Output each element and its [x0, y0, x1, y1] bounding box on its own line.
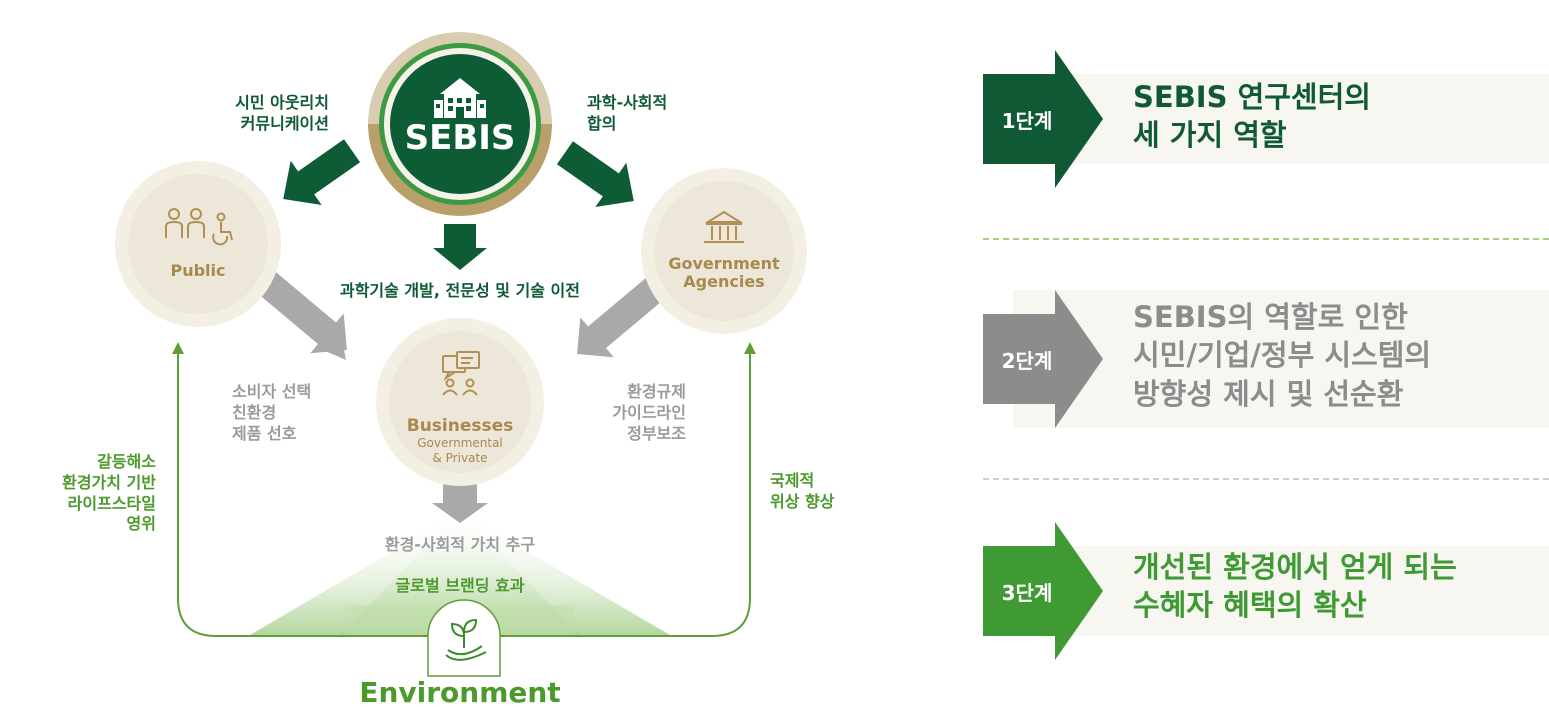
tech-transfer-label: 과학기술 개발, 전문성 및 기술 이전	[339, 281, 580, 300]
public-label: Public	[170, 261, 226, 280]
step-1-text: SEBIS 연구센터의 세 가지 역할	[1133, 80, 1371, 153]
step-3-text: 개선된 환경에서 얻게 되는 수혜자 혜택의 확산	[1133, 550, 1457, 623]
government-node-circle	[641, 168, 807, 334]
sebis-circle	[368, 32, 552, 216]
step-1-arrow	[983, 50, 1549, 188]
step-3-arrow	[983, 522, 1549, 660]
sprout-hand-icon	[427, 599, 501, 677]
consumer-choice-label: 소비자 선택 친환경 제품 선호	[232, 382, 312, 443]
environment-loop	[172, 342, 756, 637]
step-3: 3단계 개선된 환경에서 얻게 되는 수혜자 혜택의 확산	[983, 522, 1549, 660]
chat-people-icon	[442, 351, 480, 396]
government-building-icon	[704, 210, 744, 243]
businesses-label: Businesses Governmental & Private	[406, 416, 514, 465]
step-1-badge: 1단계	[1001, 108, 1053, 133]
step-2: 2단계 SEBIS의 역할로 인한 시민/기업/정부 시스템의 방향성 제시 및…	[983, 290, 1549, 428]
step-2-badge: 2단계	[1001, 348, 1053, 373]
government-label: Government Agencies	[668, 254, 780, 291]
step-1: 1단계 SEBIS 연구센터의 세 가지 역할	[983, 50, 1549, 188]
public-node-circle	[115, 161, 281, 327]
conflict-resolution-label: 갈등해소 환경가치 기반 라이프스타일 영위	[62, 452, 156, 534]
value-pursuit-label: 환경-사회적 가치 추구	[384, 535, 536, 554]
step-2-text: SEBIS의 역할로 인한 시민/기업/정부 시스템의 방향성 제시 및 선순환	[1133, 300, 1432, 411]
consensus-label: 과학-사회적 합의	[587, 93, 668, 133]
environment-label: Environment	[359, 676, 561, 709]
step-3-badge: 3단계	[1001, 580, 1053, 605]
step-divider-2	[983, 478, 1549, 480]
building-icon	[434, 78, 486, 118]
people-icon	[165, 208, 233, 246]
outreach-label: 시민 아웃리치 커뮤니케이션	[235, 93, 329, 133]
step-2-arrow	[983, 290, 1549, 428]
global-branding-label: 글로벌 브랜딩 효과	[395, 576, 525, 595]
regulation-label: 환경규제 가이드라인 정부보조	[612, 382, 686, 443]
step-divider-1	[983, 238, 1549, 240]
international-status-label: 국제적 위상 향상	[770, 471, 835, 511]
businesses-node-circle	[376, 318, 544, 486]
sebis-title: SEBIS	[404, 118, 516, 158]
green-arrows	[283, 139, 634, 270]
